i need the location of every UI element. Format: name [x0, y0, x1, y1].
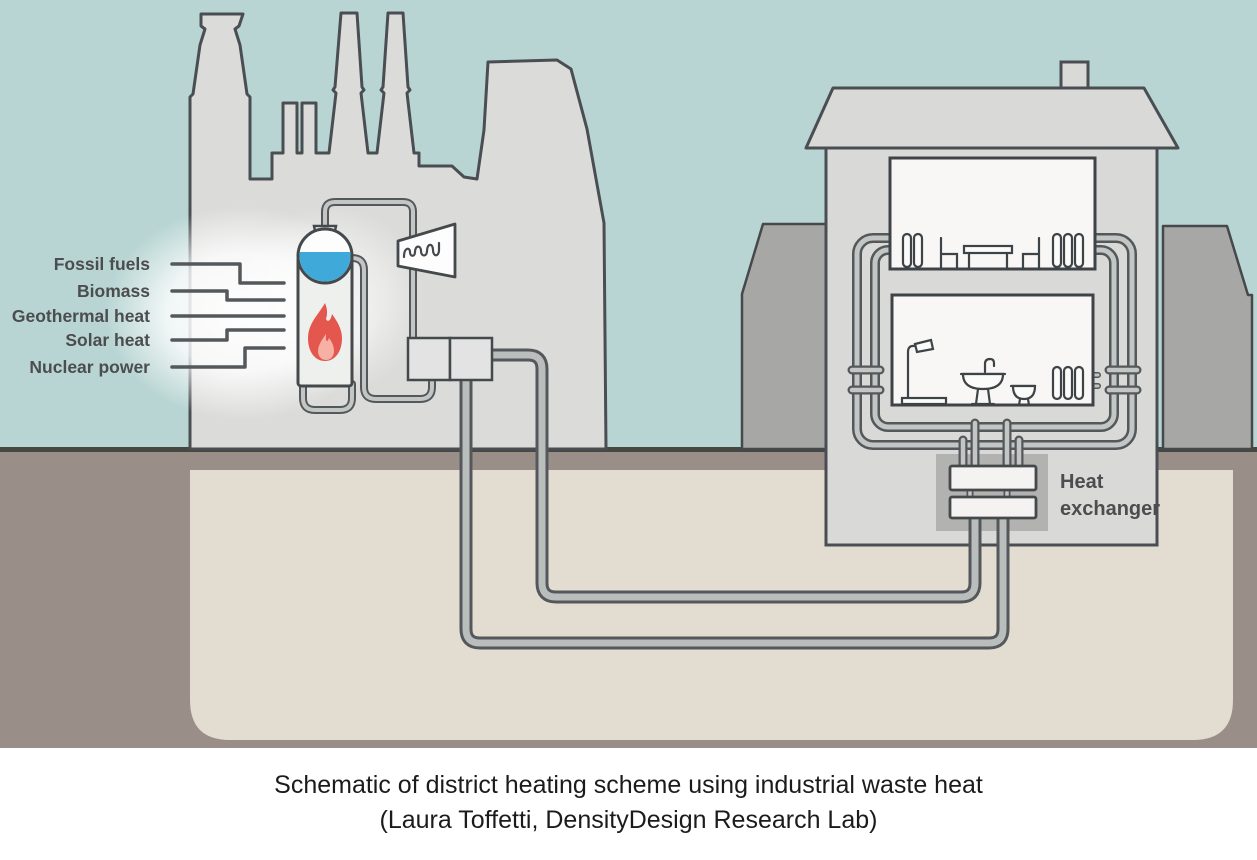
label-biomass: Biomass — [77, 281, 150, 301]
caption: Schematic of district heating scheme usi… — [0, 768, 1257, 838]
neighbor-house-right — [1161, 224, 1254, 451]
radiator-living-left — [901, 232, 924, 269]
energy-source-lines — [170, 262, 286, 369]
label-fossil-fuels: Fossil fuels — [54, 254, 151, 274]
heat-exchanger-label-line1: Heat — [1060, 471, 1104, 493]
house-roof — [804, 86, 1180, 150]
sink-icon — [959, 357, 1007, 406]
label-nuclear-power: Nuclear power — [29, 357, 150, 377]
caption-line1: Schematic of district heating scheme usi… — [274, 771, 983, 799]
steam-turbine-icon — [396, 222, 457, 279]
chair-icon-right — [1021, 236, 1041, 271]
heat-exchanger-label-line2: exchanger — [1060, 498, 1160, 520]
toilet-icon — [1009, 384, 1037, 407]
caption-line2: (Laura Toffetti, DensityDesign Research … — [379, 806, 878, 834]
label-geothermal-heat: Geothermal heat — [12, 306, 150, 326]
chair-icon-left — [939, 236, 959, 271]
nuclear-line — [170, 346, 286, 369]
steam-pipe — [321, 198, 417, 346]
fossil-fuels-line — [170, 262, 286, 285]
radiator-living-right — [1051, 232, 1085, 269]
district-return-pipe — [459, 371, 1010, 650]
plant-junction-box — [406, 336, 494, 382]
neighbor-house-left — [740, 222, 828, 451]
loop-to-exchanger-pipes — [958, 418, 1024, 473]
solar-line — [170, 328, 286, 342]
boiler-vessel — [296, 224, 354, 388]
radiator-bathroom — [1051, 365, 1085, 401]
ground-line — [0, 447, 1257, 452]
flame-inner — [318, 334, 334, 360]
table-icon — [962, 244, 1014, 271]
flame-icon — [308, 303, 342, 361]
district-supply-pipe — [483, 348, 982, 604]
loop-cross-rungs — [847, 365, 1142, 395]
boiler-return-pipe — [348, 254, 436, 403]
biomass-line — [170, 289, 286, 302]
schematic-drawing: Fossil fuels Biomass Geothermal heat Sol… — [0, 0, 1257, 748]
heat-exchanger-unit — [948, 464, 1038, 520]
shower-icon — [900, 338, 948, 406]
boiler-under-loop-pipe — [299, 380, 356, 414]
label-solar-heat: Solar heat — [65, 330, 150, 350]
